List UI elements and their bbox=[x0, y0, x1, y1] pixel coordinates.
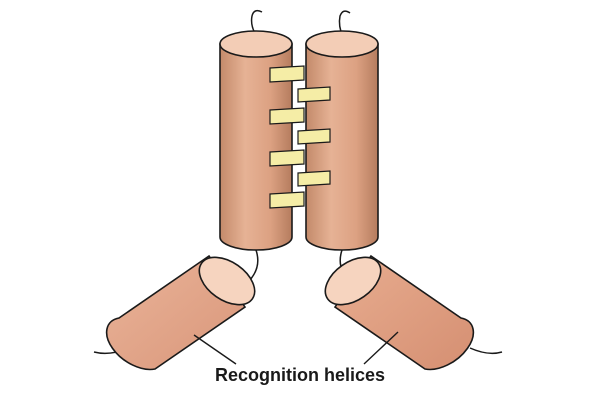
zipper-contacts bbox=[269, 65, 331, 209]
zipper-tab bbox=[297, 128, 331, 145]
left-recognition-end bbox=[198, 256, 256, 306]
zipper-tab bbox=[269, 149, 305, 167]
left-helix-top bbox=[219, 30, 293, 58]
right-recognition-end bbox=[324, 256, 382, 306]
left-recognition-helix bbox=[93, 254, 256, 371]
zipper-tab bbox=[269, 191, 305, 209]
zipper-tab bbox=[269, 65, 305, 83]
zipper-tab bbox=[269, 107, 305, 125]
zipper-tab bbox=[297, 170, 331, 187]
left-dimer-helix bbox=[219, 9, 293, 251]
label-leader-left bbox=[193, 334, 237, 365]
recognition-helices-label: Recognition helices bbox=[214, 365, 386, 385]
right-recognition-helix bbox=[324, 254, 503, 371]
right-helix-body bbox=[305, 43, 379, 251]
zipper-tab bbox=[297, 86, 331, 103]
label-leader-right bbox=[363, 331, 399, 365]
right-helix-top bbox=[305, 30, 379, 58]
right-recognition-tail bbox=[469, 347, 503, 355]
